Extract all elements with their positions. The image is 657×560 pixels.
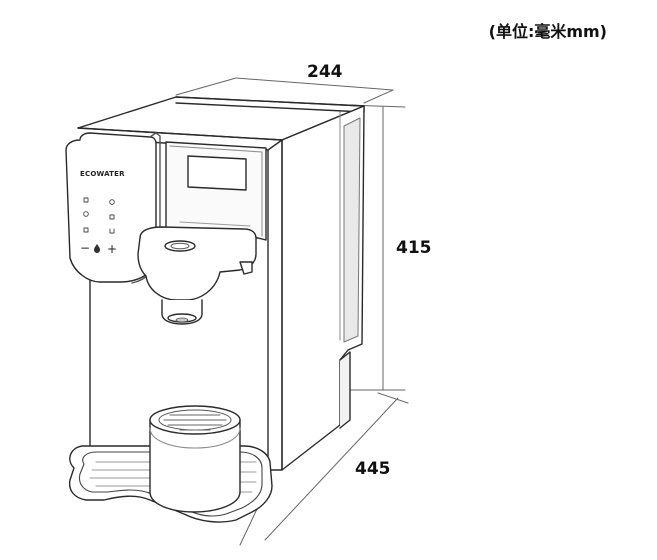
water-outlet (137, 226, 257, 325)
brand-logo-text: ECOWATER (80, 170, 125, 178)
cup (149, 405, 241, 513)
panel-icon-2 (83, 211, 89, 217)
panel-icon-6 (109, 228, 115, 234)
dimension-width-label: 244 (307, 62, 343, 82)
water-drop-icon (94, 244, 100, 253)
panel-icon-1 (83, 197, 89, 203)
dimension-depth-label: 445 (355, 459, 391, 479)
dispenser-body (77, 96, 365, 471)
minus-icon: − (80, 241, 90, 255)
panel-icon-4 (109, 199, 115, 205)
display-window (187, 155, 247, 191)
dimension-height-label: 415 (396, 238, 432, 258)
dispensing-area (165, 141, 267, 241)
panel-icon-3 (83, 227, 89, 233)
unit-label: (单位:毫米mm) (488, 22, 607, 41)
plus-icon: + (107, 242, 117, 256)
panel-icon-5 (109, 214, 115, 220)
